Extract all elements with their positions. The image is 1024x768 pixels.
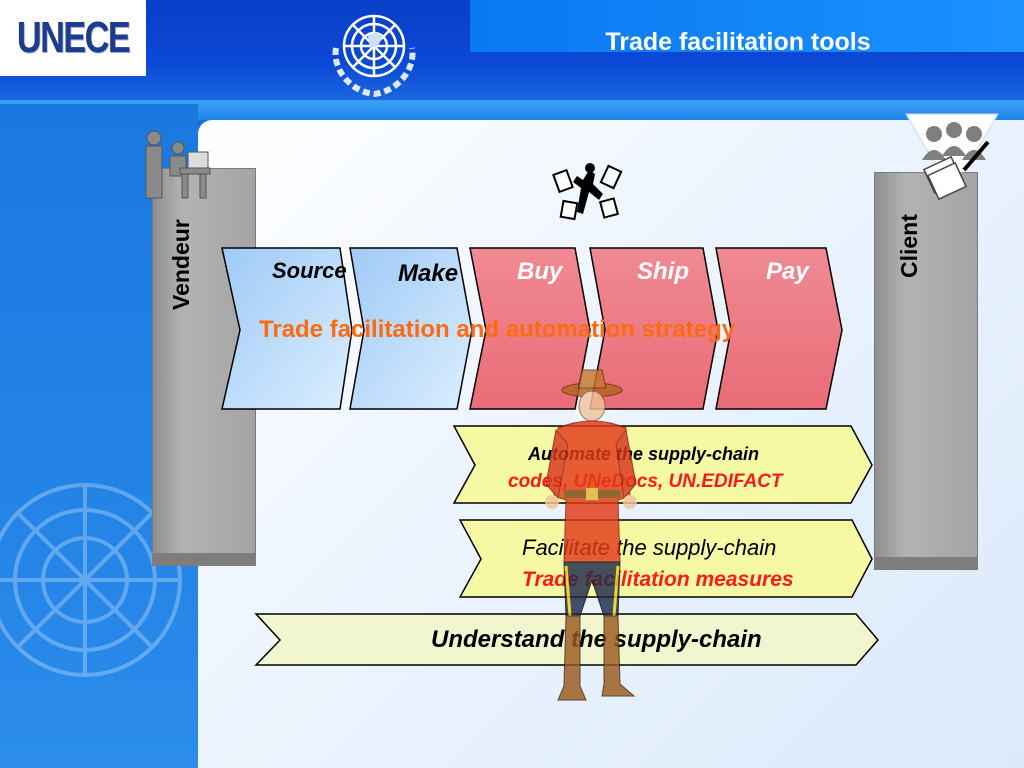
client-column xyxy=(874,172,978,570)
chevron-pay xyxy=(715,247,843,410)
header-light-bar xyxy=(0,100,1024,120)
stage-pay-label: Pay xyxy=(766,258,809,285)
juggler-icon xyxy=(552,163,623,221)
page-title: Trade facilitation tools xyxy=(605,28,871,56)
stage-buy-label: Buy xyxy=(517,258,563,285)
band-facilitate xyxy=(458,519,873,598)
chevron-make xyxy=(349,247,473,410)
chevron-ship xyxy=(589,247,719,410)
chevron-source xyxy=(221,247,353,410)
client-people-icon xyxy=(905,113,999,201)
header-top-strip xyxy=(470,0,1024,52)
vendor-column-base xyxy=(152,553,256,565)
client-column-base xyxy=(874,557,978,569)
stage-source-label: Source xyxy=(272,258,347,283)
stage-ship-label: Ship xyxy=(637,258,689,285)
logo-text: UNECE xyxy=(16,13,131,62)
vendor-people-icon xyxy=(145,130,211,199)
un-emblem-icon xyxy=(332,14,416,98)
mountie-figure xyxy=(545,369,637,701)
stage-make-label: Make xyxy=(398,260,459,287)
understand-title: Understand the supply-chain xyxy=(431,626,762,653)
unece-logo: UNECE xyxy=(0,0,146,76)
strategy-label: Trade facilitation and automation strate… xyxy=(259,316,736,343)
chevron-buy xyxy=(469,247,591,410)
un-watermark-icon xyxy=(0,483,182,677)
